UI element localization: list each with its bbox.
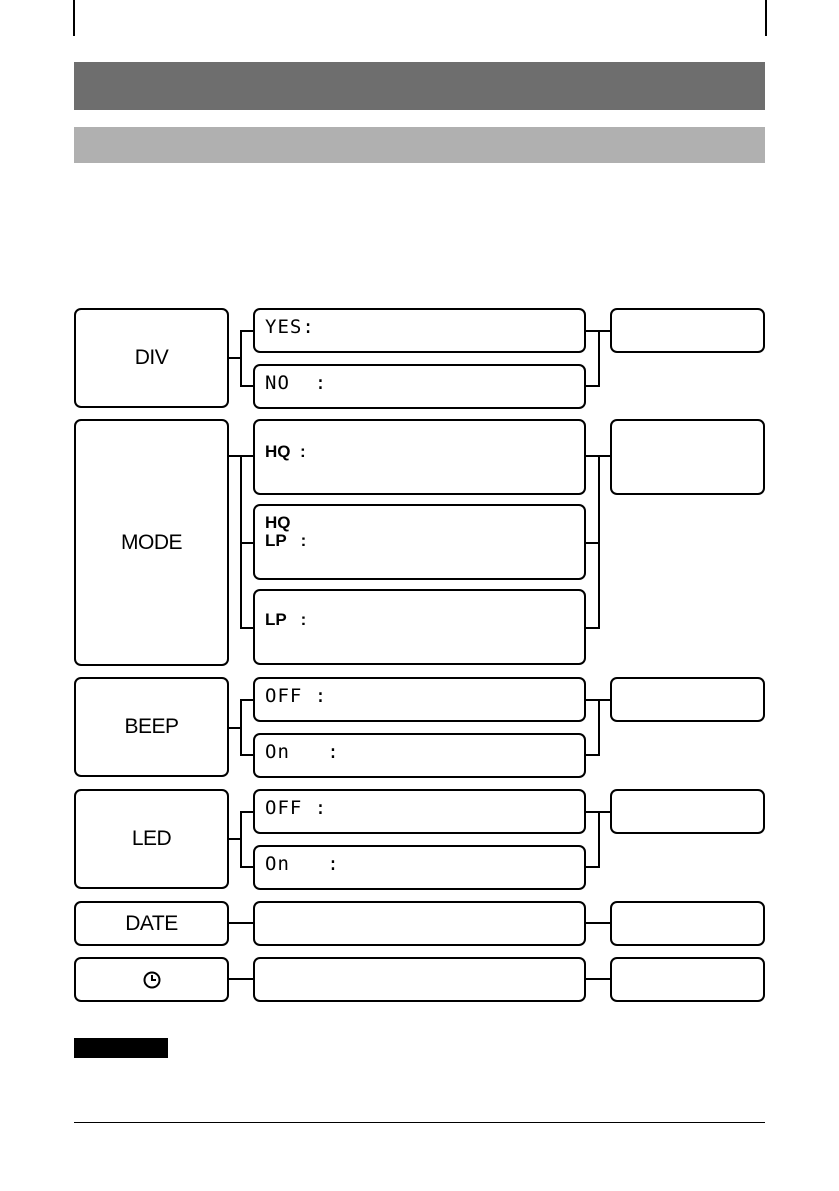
- connector: [586, 754, 600, 756]
- connector: [586, 699, 600, 701]
- connector: [240, 385, 254, 387]
- option-beep-off-label: OFF :: [265, 685, 328, 707]
- connector: [229, 922, 254, 924]
- connector: [240, 699, 254, 701]
- setting-beep-label: BEEP: [124, 715, 179, 738]
- clock-icon: [143, 971, 160, 988]
- setting-date-label: DATE: [125, 911, 178, 935]
- option-led-on-label: On :: [265, 853, 340, 875]
- setting-led: LED: [74, 789, 229, 889]
- subsection-header-bar: [74, 127, 765, 163]
- connector: [586, 922, 611, 924]
- connector: [598, 699, 610, 701]
- setting-mode-label: MODE: [121, 530, 183, 554]
- connector: [240, 455, 254, 457]
- connector: [229, 357, 241, 359]
- connector: [240, 811, 242, 867]
- connector: [586, 866, 600, 868]
- option-beep-on-label: On :: [265, 741, 340, 763]
- option-led-on: On :: [253, 845, 586, 890]
- option-mode-lp: LP :: [253, 589, 586, 665]
- option-beep-off: OFF :: [253, 677, 586, 722]
- connector: [240, 754, 254, 756]
- option-led-off: OFF :: [253, 789, 586, 834]
- connector: [598, 811, 600, 867]
- connector: [598, 330, 600, 386]
- connector: [586, 542, 600, 544]
- connector: [586, 627, 600, 629]
- option-div-no-label: NO :: [265, 372, 328, 394]
- connector: [598, 699, 600, 755]
- setting-clock: [74, 957, 229, 1002]
- setting-mode: MODE: [74, 419, 229, 666]
- result-box-clock: [610, 957, 765, 1002]
- option-mode-hqlp-label: HQ LP :: [265, 513, 307, 550]
- connector: [586, 385, 600, 387]
- option-div-yes-label: YES:: [265, 316, 315, 338]
- connector: [598, 455, 610, 457]
- connector: [586, 330, 600, 332]
- clock-value-box: [253, 957, 586, 1002]
- connector: [586, 978, 611, 980]
- connector: [240, 811, 254, 813]
- result-box-mode: [610, 419, 765, 495]
- corner-mark-left: [73, 0, 75, 36]
- result-box-led: [610, 789, 765, 834]
- setting-div-label: DIV: [134, 346, 169, 369]
- option-mode-hq: HQ :: [253, 419, 586, 495]
- connector: [598, 455, 600, 628]
- connector: [229, 838, 241, 840]
- footer-divider: [74, 1122, 765, 1123]
- result-box-div: [610, 308, 765, 353]
- result-box-date: [610, 901, 765, 946]
- option-div-no: NO :: [253, 364, 586, 409]
- setting-led-label: LED: [131, 827, 172, 850]
- connector: [240, 455, 242, 628]
- connector: [598, 811, 610, 813]
- option-mode-lp-label: LP :: [265, 610, 307, 629]
- connector: [240, 866, 254, 868]
- option-mode-hqlp: HQ LP :: [253, 504, 586, 580]
- note-tag: [74, 1038, 168, 1058]
- setting-date: DATE: [74, 901, 229, 946]
- setting-div: DIV: [74, 308, 229, 408]
- setting-beep: BEEP: [74, 677, 229, 777]
- connector: [229, 978, 254, 980]
- connector: [240, 330, 254, 332]
- option-mode-hq-label: HQ :: [265, 442, 306, 461]
- connector: [240, 627, 254, 629]
- connector: [586, 811, 600, 813]
- date-value-box: [253, 901, 586, 946]
- connector: [240, 542, 254, 544]
- section-header-bar: [74, 62, 765, 110]
- connector: [240, 330, 242, 386]
- option-beep-on: On :: [253, 733, 586, 778]
- connector: [586, 455, 600, 457]
- option-div-yes: YES:: [253, 308, 586, 353]
- connector: [240, 699, 242, 755]
- connector: [229, 455, 241, 457]
- result-box-beep: [610, 677, 765, 722]
- connector: [229, 727, 241, 729]
- corner-mark-right: [765, 0, 767, 36]
- option-led-off-label: OFF :: [265, 797, 328, 819]
- connector: [598, 330, 610, 332]
